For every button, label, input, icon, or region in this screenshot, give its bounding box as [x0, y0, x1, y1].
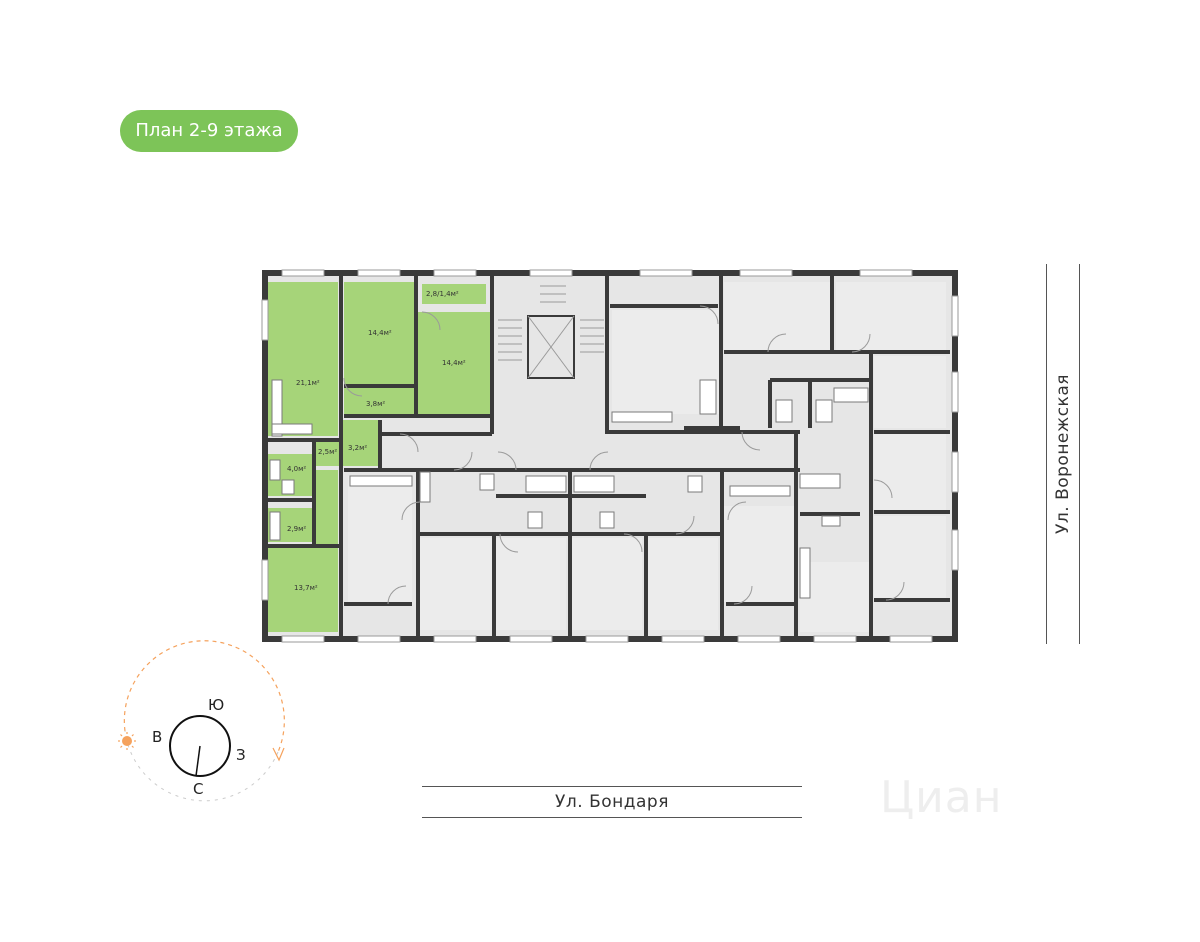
- room-area-label: 14,4м²: [442, 359, 466, 367]
- compass: [118, 640, 285, 802]
- street-right: Ул. Воронежская: [1046, 264, 1080, 644]
- compass-east-label: В: [152, 728, 163, 746]
- windows: [261, 269, 959, 643]
- room-area-label: 14,4м²: [368, 329, 392, 337]
- sun-icon: [118, 732, 136, 750]
- room-area-label: 2,8/1,4м²: [426, 290, 459, 298]
- room-area-label: 3,2м²: [348, 444, 367, 452]
- room-area-label: 3,8м²: [366, 400, 385, 408]
- selected-apartment[interactable]: [268, 282, 490, 632]
- doors: [343, 305, 905, 605]
- interior-walls: [268, 276, 950, 636]
- room-area-label: 13,7м²: [294, 584, 318, 592]
- watermark-logo: Циан: [880, 772, 1003, 823]
- arrow-icon: [272, 747, 285, 762]
- floor-plan-badge: План 2-9 этажа: [120, 110, 298, 152]
- compass-south-label: Ю: [208, 696, 225, 714]
- compass-west-label: З: [236, 746, 246, 764]
- room-area-label: 2,9м²: [287, 525, 306, 533]
- room-area-label: 21,1м²: [296, 379, 320, 387]
- street-label-bottom: Ул. Бондаря: [422, 786, 802, 818]
- room-area-label: 4,0м²: [287, 465, 306, 473]
- fixtures: [269, 379, 869, 599]
- street-label-right: Ул. Воронежская: [1053, 374, 1073, 534]
- stairwell: [498, 285, 604, 379]
- compass-north-label: С: [193, 780, 204, 798]
- room-area-label: 2,5м²: [318, 448, 337, 456]
